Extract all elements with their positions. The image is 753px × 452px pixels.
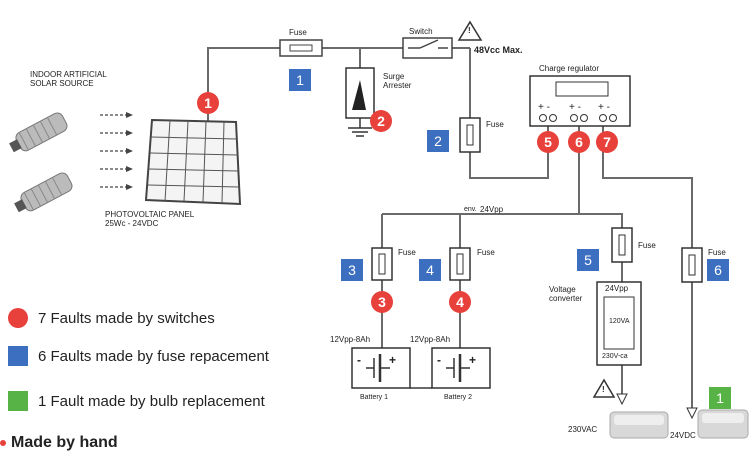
battery-2-icon: - +	[431, 347, 491, 389]
battery-2-label: Battery 2	[444, 394, 473, 401]
legend-item-bulbs: 1 Fault made by bulb replacement	[8, 391, 265, 411]
fault-number: 1	[716, 390, 724, 406]
bulb-fault-markers: 1	[709, 387, 731, 409]
bulb-230-icon	[609, 411, 669, 439]
fault-number: 3	[378, 294, 386, 310]
warning-mark-converter: !	[602, 385, 605, 394]
warning-icon-converter	[592, 378, 616, 398]
voltage-converter-icon	[596, 281, 642, 366]
fuse-2-icon	[459, 117, 481, 153]
warning-mark: !	[468, 26, 471, 35]
solar-panel-icon	[144, 118, 242, 206]
svg-text:-: -	[357, 353, 361, 367]
light-source-icon	[9, 112, 133, 213]
fault-number: 6	[714, 262, 722, 278]
converter-output: 230V-ca	[602, 353, 628, 360]
svg-text:+: +	[469, 353, 476, 367]
surge-arrester-icon	[345, 67, 375, 137]
fuse-6-label: Fuse	[708, 248, 726, 257]
bus-voltage-label: 24Vpp	[480, 205, 504, 214]
svg-text:+ -: + -	[598, 102, 610, 113]
pv-panel-label: PHOTOVOLTAIC PANEL 25Wc - 24VDC	[105, 210, 195, 229]
legend-text: 7 Faults made by switches	[38, 309, 215, 327]
red-dot-icon	[0, 440, 6, 446]
fault-number: 4	[426, 262, 434, 278]
fuse-5-icon	[611, 227, 633, 263]
fault-marker-red-2: 2	[370, 110, 392, 132]
fault-marker-red-6: 6	[568, 131, 590, 153]
fault-marker-red-3: 3	[371, 291, 393, 313]
fuse-top-icon	[279, 39, 323, 57]
fault-number: 7	[603, 134, 611, 150]
fault-marker-blue-5: 5	[577, 249, 599, 271]
fault-marker-blue-1: 1	[289, 69, 311, 91]
bus-prefix-label: env.	[464, 206, 477, 213]
battery-2-rating: 12Vpp-8Ah	[410, 335, 451, 344]
output-24-label: 24VDC	[670, 431, 696, 440]
fault-marker-green-1: 1	[709, 387, 731, 409]
fault-marker-red-4: 4	[449, 291, 471, 313]
fault-number: 2	[377, 113, 385, 129]
max-voltage-label: 48Vcc Max.	[474, 45, 523, 55]
charge-regulator-label: Charge regulator	[539, 64, 600, 73]
svg-text:+ -: + -	[569, 102, 581, 113]
converter-label: Voltage converter	[549, 285, 583, 304]
fault-marker-red-7: 7	[596, 131, 618, 153]
fuse-4-label: Fuse	[477, 248, 495, 257]
light-source-label: INDOOR ARTIFICIAL SOLAR SOURCE	[30, 70, 107, 89]
blue-square-icon	[8, 346, 28, 366]
legend-item-switches: 7 Faults made by switches	[8, 308, 215, 328]
fault-marker-red-5: 5	[537, 131, 559, 153]
fault-number: 1	[204, 95, 212, 111]
fuse-4-icon	[449, 247, 471, 281]
svg-text:-: -	[437, 353, 441, 367]
fault-number: 2	[434, 133, 442, 149]
fuse-top-label: Fuse	[289, 28, 307, 37]
fuse-fault-markers: 1 2 3 4 5 6	[289, 69, 729, 281]
fuse-2-label: Fuse	[486, 120, 504, 129]
fault-marker-red-1: 1	[197, 92, 219, 114]
fault-marker-blue-4: 4	[419, 259, 441, 281]
battery-1-icon: - +	[351, 347, 411, 389]
converter-input: 24Vpp	[605, 284, 629, 293]
switch-label: Switch	[409, 27, 433, 36]
svg-text:+: +	[389, 353, 396, 367]
output-230-label: 230VAC	[568, 425, 598, 434]
fuse-3-icon	[371, 247, 393, 281]
switch-fault-markers: 1 2 3 4 5 6 7	[197, 92, 618, 313]
svg-text:+ -: + -	[538, 102, 550, 113]
battery-1-label: Battery 1	[360, 394, 389, 401]
legend-text: 1 Fault made by bulb replacement	[38, 392, 265, 410]
legend-text: 6 Faults made by fuse repacement	[38, 347, 269, 365]
bottom-caption-text: Made by hand	[11, 434, 118, 451]
warning-icon	[457, 20, 483, 41]
fuse-5-label: Fuse	[638, 241, 656, 250]
fault-number: 3	[348, 262, 356, 278]
fault-number: 5	[544, 134, 552, 150]
switch-icon	[402, 37, 453, 59]
legend-item-fuses: 6 Faults made by fuse repacement	[8, 346, 269, 366]
bulb-24-icon	[697, 409, 749, 439]
surge-arrester-label: Surge Arrester	[383, 72, 412, 91]
fuse-6-icon	[681, 247, 703, 283]
fault-number: 1	[296, 72, 304, 88]
green-square-icon	[8, 391, 28, 411]
fuse-3-label: Fuse	[398, 248, 416, 257]
fault-number: 5	[584, 252, 592, 268]
fault-number: 6	[575, 134, 583, 150]
output-arrow-230	[616, 393, 628, 406]
fault-marker-blue-3: 3	[341, 259, 363, 281]
fault-marker-blue-6: 6	[707, 259, 729, 281]
output-arrow-24	[686, 407, 698, 420]
battery-1-rating: 12Vpp-8Ah	[330, 335, 371, 344]
charge-regulator-icon: + - + - + -	[529, 75, 631, 127]
fault-number: 4	[456, 294, 464, 310]
converter-power: 120VA	[609, 318, 630, 325]
fault-marker-blue-2: 2	[427, 130, 449, 152]
red-circle-icon	[8, 308, 28, 328]
bottom-caption: Made by hand	[0, 434, 118, 452]
